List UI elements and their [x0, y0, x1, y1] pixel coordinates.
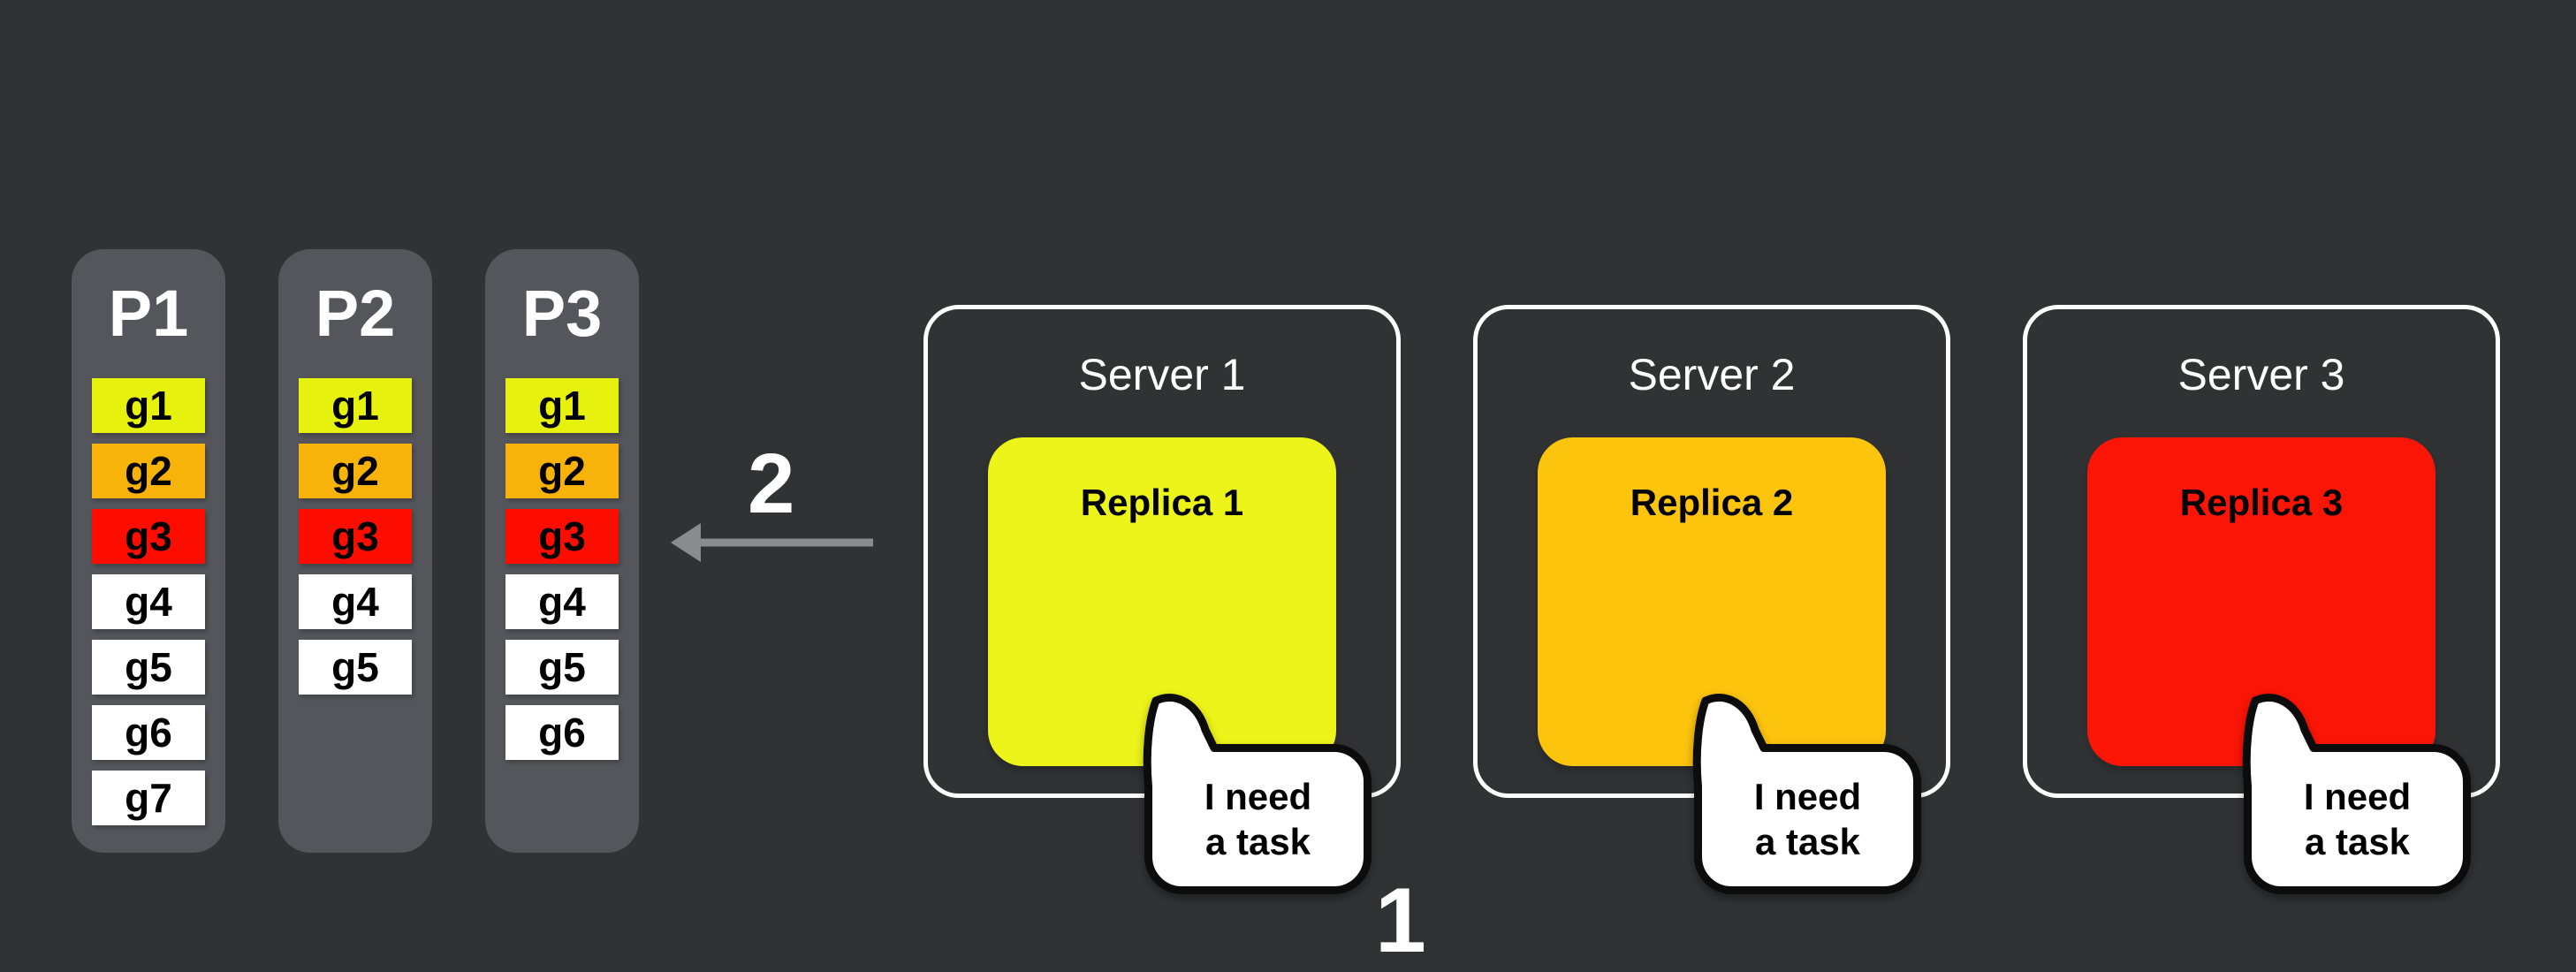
- task-cell: g6: [92, 705, 205, 760]
- task-cell: g3: [505, 509, 619, 564]
- server-title: Server 3: [2177, 350, 2345, 399]
- task-cell: g1: [299, 378, 412, 433]
- speech-bubble-icon: [1692, 694, 1921, 894]
- partition-label: P3: [521, 277, 603, 350]
- task-cell: g6: [505, 705, 619, 760]
- replica-box: Replica 1: [988, 437, 1336, 766]
- speech-bubble-line2: a task: [2304, 820, 2411, 862]
- task-cell: g4: [299, 574, 412, 629]
- speech-bubble-line1: I need: [1753, 776, 1862, 818]
- task-cell: g1: [92, 378, 205, 433]
- task-list: g1 g2 g3 g4 g5 g6 g7: [92, 378, 205, 825]
- partitions-group: P1 g1 g2 g3 g4 g5 g6 g7 P2 g1 g2 g3 g4 g…: [72, 249, 639, 853]
- partition-label: P2: [315, 277, 396, 350]
- task-cell: g2: [299, 444, 412, 498]
- task-cell: g3: [299, 509, 412, 564]
- task-cell: g5: [299, 640, 412, 695]
- server-card: Server 3 Replica 3 I need a task: [2023, 305, 2500, 894]
- replica-label: Replica 1: [1080, 482, 1244, 523]
- partition-column: P1 g1 g2 g3 g4 g5 g6 g7: [72, 249, 225, 853]
- task-cell: g3: [92, 509, 205, 564]
- task-cell: g7: [92, 771, 205, 825]
- replica-label: Replica 3: [2179, 482, 2344, 523]
- replica-label: Replica 2: [1630, 482, 1794, 523]
- speech-bubble-text: I need a task: [1694, 747, 1921, 892]
- speech-bubble-text: I need a task: [2244, 747, 2471, 892]
- speech-bubble-line1: I need: [2303, 776, 2412, 818]
- task-cell: g1: [505, 378, 619, 433]
- diagram-canvas: P1 g1 g2 g3 g4 g5 g6 g7 P2 g1 g2 g3 g4 g…: [72, 249, 2500, 967]
- server-title: Server 1: [1078, 350, 1246, 399]
- step-2-label: 2: [748, 437, 795, 531]
- speech-bubble-line1: I need: [1204, 776, 1312, 818]
- task-cell: g2: [505, 444, 619, 498]
- task-cell: g5: [92, 640, 205, 695]
- step-1-label: 1: [1375, 869, 1426, 972]
- task-list: g1 g2 g3 g4 g5: [299, 378, 412, 695]
- partition-column: P3 g1 g2 g3 g4 g5 g6: [485, 249, 639, 853]
- partition-column: P2 g1 g2 g3 g4 g5: [278, 249, 432, 853]
- task-cell: g4: [92, 574, 205, 629]
- task-cell: g5: [505, 640, 619, 695]
- server-title: Server 2: [1628, 350, 1796, 399]
- left-arrow-icon: [671, 523, 873, 562]
- server-card: Server 2 Replica 2 I need a task: [1473, 305, 1950, 894]
- task-list: g1 g2 g3 g4 g5 g6: [505, 378, 619, 760]
- server-card: Server 1 Replica 1 I need a task: [923, 305, 1401, 894]
- servers-group: Server 1 Replica 1 I need a task Server …: [923, 305, 2500, 894]
- speech-bubble-icon: [1143, 694, 1372, 894]
- speech-bubble-line2: a task: [1204, 820, 1311, 862]
- task-cell: g4: [505, 574, 619, 629]
- speech-bubble-text: I need a task: [1144, 747, 1372, 892]
- speech-bubble-line2: a task: [1754, 820, 1861, 862]
- speech-bubble-icon: [2242, 694, 2471, 894]
- task-cell: g2: [92, 444, 205, 498]
- partition-label: P1: [108, 277, 189, 350]
